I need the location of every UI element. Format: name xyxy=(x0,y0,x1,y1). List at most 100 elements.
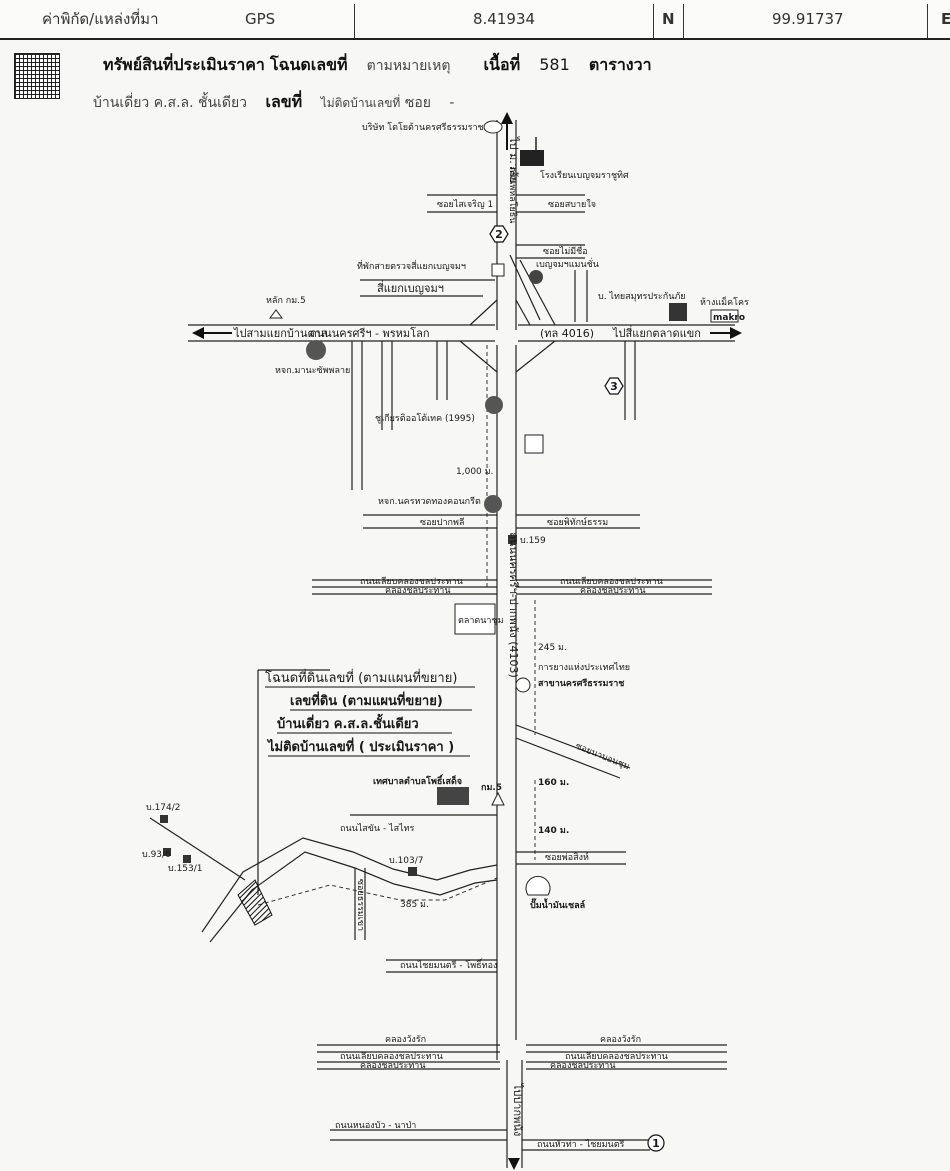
makro-store-label: ห้างแม็คโคร xyxy=(700,295,749,308)
coord-source: GPS xyxy=(245,10,276,28)
grid-icon xyxy=(14,53,60,99)
marker-1 xyxy=(647,1134,665,1152)
distance-1000: 1,000 ม. xyxy=(456,467,493,477)
canal-road-lower-left: ถนนเลียบคลองชลประทาน xyxy=(340,1051,443,1062)
soi-pak-phli: ซอยปากพลี xyxy=(420,517,464,528)
marker-2-label: 2 xyxy=(495,228,503,241)
thai-insurance-label: บ. ไทยสมุทรประกันภัย xyxy=(598,291,686,302)
soi-sabai-jai: ซอยสบายใจ xyxy=(548,199,596,210)
landmarks xyxy=(160,120,739,926)
school-icon xyxy=(520,150,544,166)
building-type: บ้านเดี่ยว ค.ส.ล. ชั้นเดียว xyxy=(93,95,248,111)
divider xyxy=(927,4,928,38)
arrow-south xyxy=(508,1158,520,1170)
soi-muang-label: ซอยนาบอนชุม xyxy=(574,742,631,773)
subject-plot xyxy=(237,879,273,926)
benjama-mart-label: เบญจมฯแมนชั่น xyxy=(536,257,599,270)
coord-label: ค่าพิกัด/แหล่งที่มา xyxy=(42,10,159,28)
distance-160: 160 ม. xyxy=(538,778,569,788)
b174-label: บ.174/2 xyxy=(146,803,181,813)
divider xyxy=(653,4,654,38)
sai-mon-road-label: ถนนไชยมนตรี - โพธิ์ทอง xyxy=(400,958,497,971)
arrow-north xyxy=(501,112,513,124)
km5-top-label: หลัก กม.5 xyxy=(266,296,306,306)
longitude-value: 99.91737 xyxy=(772,10,844,28)
longitude-dir: E xyxy=(941,10,950,28)
arrow-west xyxy=(192,327,204,339)
marker-1-label: 1 xyxy=(652,1137,660,1150)
chiang-auto-marker-icon xyxy=(485,396,503,414)
bottom-destination: ไปปากพนัง xyxy=(511,1083,524,1136)
b153-marker xyxy=(183,855,191,863)
canal-road-upper-left: ถนนเลียบคลองชลประทาน xyxy=(360,576,463,587)
rubber-branch-label: สาขานครศรีธรรมราช xyxy=(538,678,624,689)
b159-label: บ.159 xyxy=(520,536,546,546)
main-road-label: ถนนนครศรีฯ - พรหมโลก xyxy=(310,326,430,340)
distance-140: 140 ม. xyxy=(538,826,569,836)
chiang-auto-label: ชูเกียรติออโต้เทค (1995) xyxy=(375,413,475,424)
area-label: เนื้อที่ xyxy=(483,55,521,74)
marker-3-label: 3 xyxy=(610,380,618,393)
note-line-4: ไม่ติดบ้านเลขที่ ( ประเมินราคา ) xyxy=(266,737,454,755)
shell-label: ปั๊มน้ำมันเชลล์ xyxy=(530,898,585,911)
note-line-1: โฉนดที่ดินเลขที่ (ตามแผนที่ขยาย) xyxy=(265,669,457,686)
toyota-label: บริษัท โตโยต้านครศรีธรรมราช xyxy=(362,122,484,133)
canal-upper-left: คลองชลประทาน xyxy=(385,586,450,596)
toyota-icon xyxy=(483,120,503,134)
b93-marker xyxy=(163,848,171,856)
soi-mai-sue: ซอยไม่มีชื่อ xyxy=(543,244,588,257)
number-value: ไม่ติดบ้านเลขที่ xyxy=(320,96,401,110)
canal-road-upper-right: ถนนเลียบคลองชลประทาน xyxy=(560,576,663,587)
police-icon xyxy=(491,263,505,277)
deed-label: โฉนดเลขที่ xyxy=(269,55,348,74)
soi-phitak: ซอยพิทักษ์ธรรม xyxy=(547,516,608,528)
sai-chan-road-label: ถนนไสขัน - ไสไทร xyxy=(340,823,415,834)
municipality-icon xyxy=(437,787,469,805)
distance-385: 385 ม. xyxy=(400,900,429,910)
marker-2 xyxy=(489,225,509,243)
north-vertical-label: ถนนพหลโยธิน xyxy=(507,167,518,224)
latitude-dir: N xyxy=(662,10,675,28)
b93-label: บ.93/6 xyxy=(142,850,171,860)
south-vertical-label: ถนนนครศรีฯ-ปากพนัง (4103) xyxy=(507,532,520,678)
soi-label: ซอย xyxy=(404,95,431,111)
note-line-2: เลขที่ดิน (ตามแผนที่ขยาย) xyxy=(290,691,443,709)
divider xyxy=(683,4,684,38)
km-post-icon xyxy=(491,791,505,806)
note-line-3: บ้านเดี่ยว ค.ส.ล.ชั้นเดียว xyxy=(277,713,419,732)
mana-label: หจก.มานะซัพพลาย xyxy=(275,366,350,376)
b103-marker xyxy=(408,867,417,876)
deed-value: ตามหมายเหตุ xyxy=(366,58,451,74)
building-marker-icon xyxy=(529,270,543,284)
mitsubishi-icon xyxy=(524,434,544,454)
rubber-label: การยางแห่งประเทศไทย xyxy=(538,662,630,673)
concrete-marker-icon xyxy=(484,495,502,513)
b174-marker xyxy=(160,815,168,823)
canal-lower-left: คลองชลประทาน xyxy=(360,1061,425,1071)
soi-pho-sing: ซอยพ่อสิงห์ xyxy=(545,851,589,863)
b153-label: บ.153/1 xyxy=(168,864,203,874)
route-label: (ทล 4016) xyxy=(540,327,594,340)
school-label: โรงเรียนเบญจมราชูทิศ xyxy=(540,170,629,181)
soi-value: - xyxy=(449,95,455,111)
market-label: ตลาดนาชุม xyxy=(458,616,504,626)
coordinate-header: ค่าพิกัด/แหล่งที่มา GPS 8.41934 N 99.917… xyxy=(0,0,950,40)
area-value: 581 xyxy=(539,55,570,74)
distance-245: 245 ม. xyxy=(538,643,567,653)
shell-icon xyxy=(525,875,551,896)
building-line: บ้านเดี่ยว ค.ส.ล. ชั้นเดียว เลขที่ ไม่ติ… xyxy=(93,90,454,115)
makro-logo-icon xyxy=(710,309,739,323)
number-label: เลขที่ xyxy=(265,92,303,111)
latitude-value: 8.41934 xyxy=(473,10,536,28)
top-destination: ไป ม.วลัย xyxy=(507,136,520,183)
soi-si-charoen: ซอยไสเจริญ 1 xyxy=(437,199,493,210)
km5-bottom-label: กม.5 xyxy=(481,783,502,793)
police-label: ที่พักสายตรวจสี่แยกเบญจมฯ xyxy=(357,259,466,272)
soi-khao-label: ซอยธรรมเขา xyxy=(355,879,365,931)
asset-label: ทรัพย์สินที่ประเมินราคา xyxy=(103,55,265,74)
khlong-wang-right: คลองวังรัก xyxy=(600,1035,641,1045)
area-unit: ตารางวา xyxy=(588,55,652,74)
mana-marker-icon xyxy=(306,340,326,360)
rubber-authority-icon xyxy=(515,677,531,693)
